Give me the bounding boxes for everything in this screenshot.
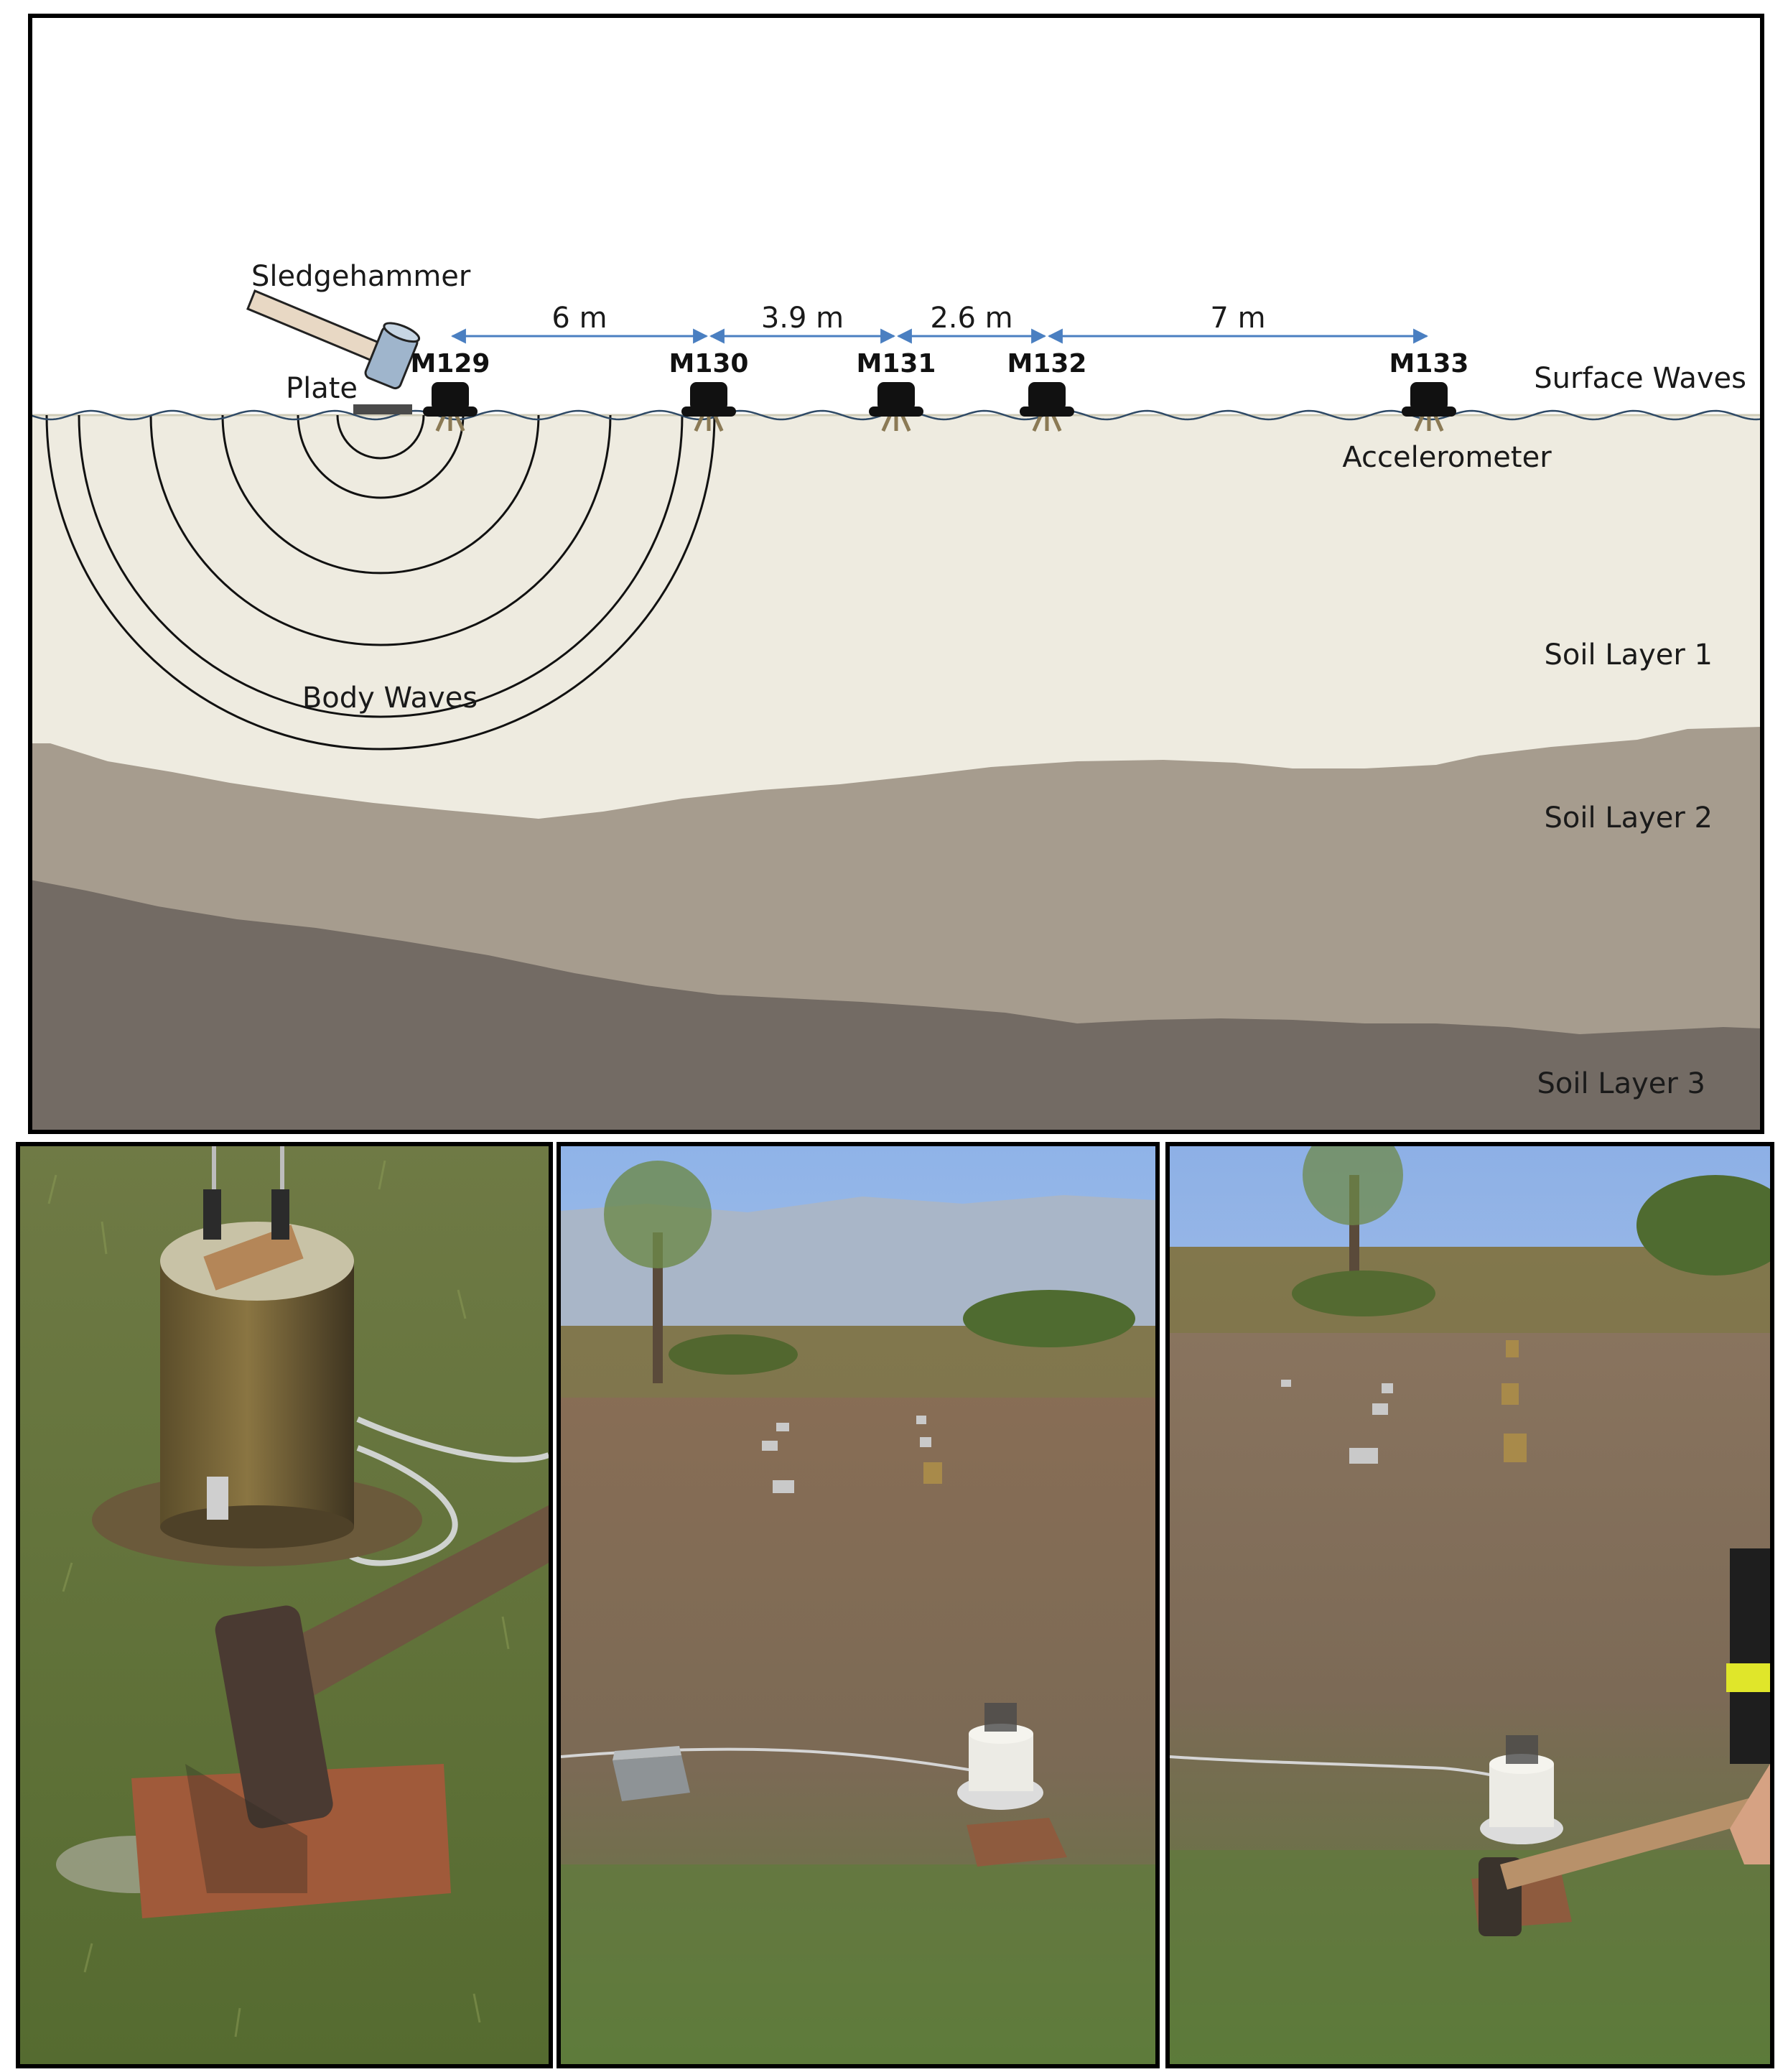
survey-diagram: M129 M130 M131 M132 M133 6 m 3.9 m 2.6 m 7 m Sl… [28, 14, 1764, 1134]
soil-layer-1-label: Soil Layer 1 [1545, 638, 1713, 672]
photo-field-array [557, 1142, 1160, 2068]
spacing-label-4: 7 m [1210, 302, 1265, 335]
sensor-label-m133: M133 [1389, 349, 1469, 378]
sensor-label-m132: M132 [1007, 349, 1087, 378]
accelerometer-m133 [1402, 382, 1456, 432]
spacing-label-3: 2.6 m [930, 302, 1012, 335]
accelerometer-m132 [1020, 382, 1074, 432]
plate-label: Plate [286, 372, 358, 405]
accelerometer-array: M129 M130 M131 M132 M133 [411, 349, 1469, 432]
sensor-label-m131: M131 [857, 349, 936, 378]
soil-layer-3 [30, 880, 1762, 1132]
body-waves [45, 414, 716, 751]
sledgehammer-icon [246, 289, 421, 390]
surface-waves-label: Surface Waves [1534, 362, 1746, 395]
sensor-label-m130: M130 [669, 349, 749, 378]
spacing-label-1: 6 m [551, 302, 607, 335]
soil-layer-2-label: Soil Layer 2 [1545, 802, 1713, 835]
soil-layer-3-label: Soil Layer 3 [1537, 1067, 1706, 1100]
body-waves-label: Body Waves [302, 682, 478, 715]
photo-sledgehammer-strike [1165, 1142, 1774, 2068]
accelerometer-label: Accelerometer [1342, 441, 1552, 474]
diagram-frame [28, 14, 1764, 1134]
accelerometer-m131 [869, 382, 923, 432]
accelerometer-m129 [423, 382, 478, 432]
plate [353, 404, 412, 414]
accelerometer-m130 [681, 382, 736, 432]
sledgehammer-label: Sledgehammer [251, 260, 471, 293]
spacing-label-2: 3.9 m [761, 302, 844, 335]
sensor-label-m129: M129 [411, 349, 490, 378]
photo-accelerometer-closeup [16, 1142, 553, 2068]
spacing-arrows: 6 m 3.9 m 2.6 m 7 m [450, 302, 1429, 344]
